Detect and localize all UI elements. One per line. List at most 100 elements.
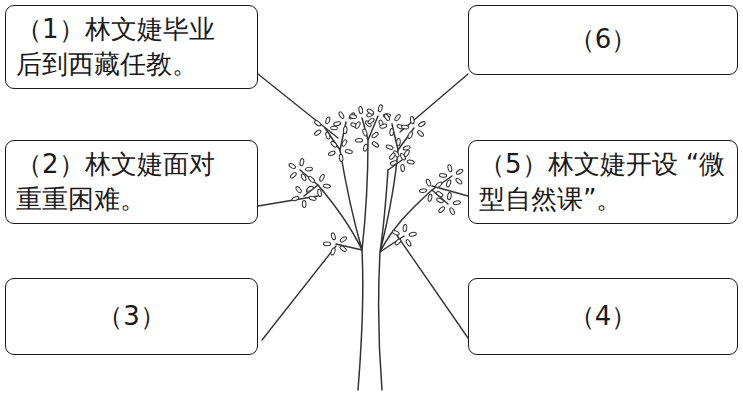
text-box: （2）林文婕面对 重重困难。	[5, 140, 258, 224]
leaf	[325, 132, 331, 140]
leaf	[305, 167, 313, 171]
leaf	[309, 196, 317, 202]
leaf	[456, 168, 464, 175]
leaf	[301, 173, 307, 181]
leaf	[330, 126, 337, 130]
leaf	[354, 121, 361, 129]
leaf	[331, 232, 337, 240]
leaf	[378, 104, 383, 112]
leaf	[339, 154, 343, 162]
leaf	[339, 245, 347, 252]
leaf	[345, 149, 353, 154]
leaf	[403, 224, 407, 232]
leaf	[394, 114, 401, 122]
leaf	[439, 173, 446, 177]
leaf	[339, 236, 347, 243]
leaf	[323, 184, 331, 189]
leaf	[407, 131, 413, 139]
leaf	[447, 164, 452, 172]
leaf	[446, 179, 452, 187]
leaf	[314, 129, 322, 136]
leaf	[447, 192, 452, 200]
leaf	[419, 189, 426, 193]
leaf	[401, 164, 405, 171]
leaf	[386, 144, 394, 150]
leaf	[317, 189, 322, 197]
leaf	[438, 206, 446, 214]
leaf	[410, 116, 415, 124]
leaf	[436, 191, 444, 198]
leaf	[390, 128, 394, 135]
leaf	[292, 196, 300, 202]
leaf	[295, 186, 302, 194]
leaf	[405, 239, 412, 247]
leader-line	[258, 196, 318, 206]
tree-branches	[300, 116, 452, 252]
leaf	[319, 174, 325, 182]
leaf	[389, 152, 396, 160]
leaf	[328, 150, 336, 156]
leaf	[409, 232, 417, 237]
leaf	[455, 177, 463, 184]
leaf	[383, 113, 390, 121]
leaf	[330, 140, 338, 148]
leaf	[379, 123, 387, 128]
box-text: （3）	[16, 299, 247, 334]
leaf	[306, 185, 314, 192]
leaf	[366, 108, 374, 115]
leaf	[427, 194, 432, 202]
leaf	[390, 160, 398, 166]
leaf	[363, 144, 368, 152]
leaf	[302, 200, 306, 207]
box-text: （6）	[479, 22, 727, 57]
leaf	[435, 181, 443, 188]
leaf	[355, 138, 362, 142]
leaf	[333, 121, 341, 126]
box-text: （2）林文婕面对 重重困难。	[16, 147, 247, 217]
text-box: （3）	[5, 278, 258, 355]
leaf	[396, 138, 400, 145]
leaf	[394, 238, 401, 246]
leaf	[399, 153, 406, 161]
leaf	[449, 207, 455, 215]
leaf	[436, 197, 444, 203]
leaf	[343, 126, 347, 133]
leader-line	[396, 234, 468, 338]
text-box: （1）林文婕毕业 后到西藏任教。	[5, 5, 258, 89]
leaf	[367, 117, 375, 124]
leaf	[407, 159, 415, 164]
leaf	[418, 121, 426, 128]
leaf	[392, 230, 400, 236]
leaf	[362, 128, 368, 136]
leaf	[338, 111, 345, 119]
tree-drawing	[300, 116, 452, 390]
tree-leaves	[288, 104, 463, 255]
leaf	[289, 172, 297, 179]
leaf	[453, 200, 461, 205]
leaf	[401, 125, 409, 129]
box-text: （4）	[479, 299, 727, 334]
leader-line	[262, 246, 336, 340]
leaf	[349, 114, 357, 119]
leaf	[314, 120, 322, 127]
tree-trunk-left	[318, 140, 368, 390]
leaf	[425, 179, 431, 187]
tree-trunk-right	[379, 150, 432, 390]
leaf	[299, 158, 304, 166]
leader-line	[400, 74, 468, 132]
leaf	[417, 130, 425, 138]
text-box: （6）	[468, 5, 738, 75]
box-text: （1）林文婕毕业 后到西藏任教。	[16, 12, 247, 82]
leaf	[330, 248, 336, 256]
leaf	[371, 131, 379, 138]
text-box: （5）林文婕开设 “微型自然课”。	[468, 140, 738, 224]
leaf	[371, 141, 379, 148]
leaf	[403, 145, 411, 150]
text-box: （4）	[468, 278, 738, 355]
leaf	[341, 139, 348, 147]
leaf	[308, 176, 316, 184]
leaf	[323, 242, 330, 246]
leaf	[358, 106, 363, 114]
leaf	[288, 163, 296, 170]
box-text: （5）林文婕开设 “微型自然课”。	[479, 147, 727, 217]
